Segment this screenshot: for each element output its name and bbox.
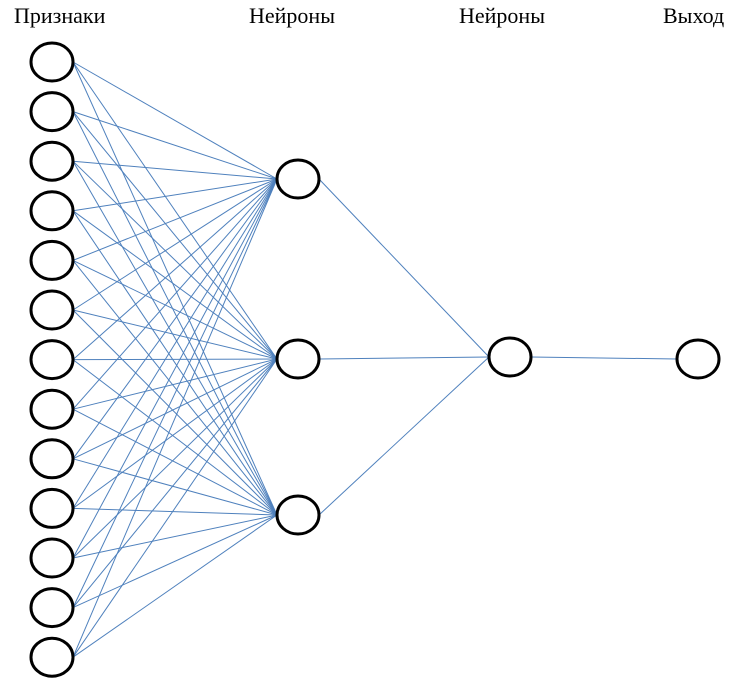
connection-features-0-to-hidden1-2 [72, 61, 278, 516]
neuron-features-9 [29, 487, 75, 529]
connection-features-9-to-hidden1-1 [72, 358, 278, 509]
neuron-features-10 [29, 537, 75, 579]
neuron-hidden2-0 [487, 336, 533, 378]
connection-features-7-to-hidden1-2 [72, 408, 278, 516]
connection-hidden1-1-to-hidden2-0 [318, 356, 490, 360]
neuron-features-6 [29, 339, 75, 381]
connection-features-10-to-hidden1-2 [72, 514, 278, 559]
connection-features-10-to-hidden1-1 [72, 358, 278, 559]
connection-features-7-to-hidden1-1 [72, 358, 278, 410]
neuron-features-8 [29, 438, 75, 480]
connection-features-6-to-hidden1-1 [72, 358, 278, 361]
connection-hidden1-0-to-hidden2-0 [318, 178, 490, 358]
connection-features-12-to-hidden1-0 [72, 178, 278, 658]
connection-features-0-to-hidden1-0 [72, 61, 278, 180]
connection-features-3-to-hidden1-1 [72, 210, 278, 360]
neuron-features-1 [29, 91, 75, 133]
connection-features-5-to-hidden1-1 [72, 309, 278, 360]
connection-features-5-to-hidden1-2 [72, 309, 278, 516]
connection-features-8-to-hidden1-1 [72, 358, 278, 460]
connection-features-6-to-hidden1-0 [72, 178, 278, 360]
neurons-group [29, 41, 721, 678]
connection-features-12-to-hidden1-1 [72, 358, 278, 658]
connection-features-4-to-hidden1-2 [72, 260, 278, 516]
connection-features-8-to-hidden1-2 [72, 458, 278, 516]
neuron-features-11 [29, 587, 75, 629]
neuron-features-12 [29, 636, 75, 678]
connection-features-6-to-hidden1-2 [72, 359, 278, 516]
connection-features-3-to-hidden1-0 [72, 178, 278, 212]
connections-group [72, 61, 678, 658]
connection-features-10-to-hidden1-0 [72, 178, 278, 559]
neuron-hidden1-0 [275, 158, 321, 200]
connection-features-1-to-hidden1-1 [72, 111, 278, 360]
connection-features-0-to-hidden1-1 [72, 61, 278, 360]
layer-title-hidden1: Нейроны [249, 3, 335, 28]
neuron-output-0 [675, 338, 721, 380]
connection-features-11-to-hidden1-0 [72, 178, 278, 608]
neuron-features-4 [29, 239, 75, 281]
connection-features-3-to-hidden1-2 [72, 210, 278, 516]
connection-features-1-to-hidden1-0 [72, 111, 278, 180]
connection-features-1-to-hidden1-2 [72, 111, 278, 516]
connection-features-8-to-hidden1-0 [72, 178, 278, 460]
connection-features-9-to-hidden1-2 [72, 507, 278, 516]
connection-hidden1-2-to-hidden2-0 [318, 356, 490, 516]
connection-features-2-to-hidden1-1 [72, 160, 278, 360]
connection-features-11-to-hidden1-1 [72, 358, 278, 608]
connection-features-9-to-hidden1-0 [72, 178, 278, 509]
neuron-features-5 [29, 289, 75, 331]
layer-title-features: Признаки [14, 3, 106, 28]
neuron-features-0 [29, 41, 75, 83]
neuron-hidden1-1 [275, 338, 321, 380]
connection-features-2-to-hidden1-2 [72, 160, 278, 516]
neuron-hidden1-2 [275, 494, 321, 536]
neuron-features-7 [29, 388, 75, 430]
layer-title-output: Выход [663, 3, 724, 28]
connection-features-5-to-hidden1-0 [72, 178, 278, 311]
connection-features-2-to-hidden1-0 [72, 160, 278, 180]
connection-features-4-to-hidden1-1 [72, 259, 278, 360]
connection-hidden2-0-to-output-0 [530, 356, 678, 360]
connection-features-12-to-hidden1-2 [72, 514, 278, 658]
connection-features-4-to-hidden1-0 [72, 178, 278, 261]
layer-title-hidden2: Нейроны [459, 3, 545, 28]
neuron-features-2 [29, 140, 75, 182]
connection-features-7-to-hidden1-0 [72, 178, 278, 410]
neuron-features-3 [29, 190, 75, 232]
connection-features-11-to-hidden1-2 [72, 514, 278, 609]
